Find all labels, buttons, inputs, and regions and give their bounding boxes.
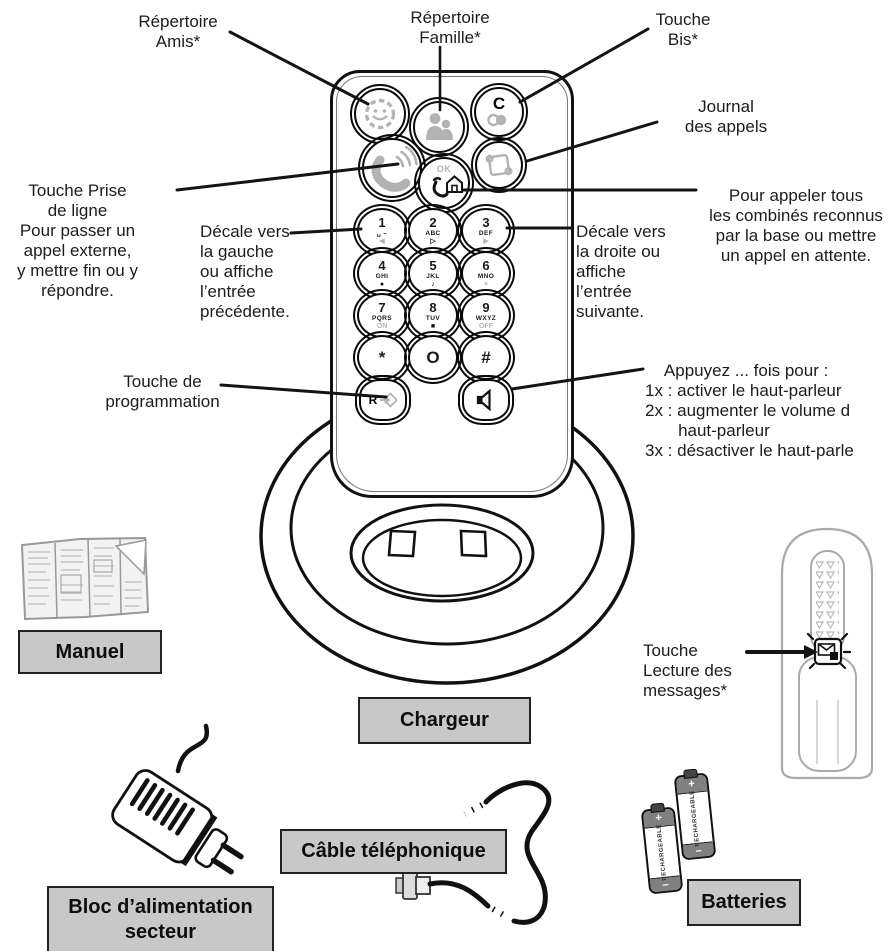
callout-repertoire-amis: Répertoire Amis* (138, 12, 218, 51)
callout-decale-gauche: Décale vers la gauche ou affiche l’entré… (200, 222, 290, 321)
family-directory-button (409, 97, 469, 157)
key-0-digit: O (426, 348, 440, 367)
key-3-letters: DEF (478, 229, 494, 237)
battery-label: RECHARGEABLE (689, 789, 702, 847)
key-hash-digit: # (481, 348, 491, 367)
rj11-plug (402, 871, 418, 900)
key-9: 9 WXYZ OFF (457, 289, 515, 342)
key-1: 1 ␣ – ◀ (353, 204, 411, 257)
callout-repertoire-famille: Répertoire Famille* (410, 8, 490, 47)
ok-label: OK (436, 164, 452, 174)
key-7: 7 PQRS ON (353, 289, 411, 342)
key-star: * (353, 331, 411, 384)
friends-directory-button (350, 84, 410, 144)
line-key-button (358, 134, 426, 202)
callout-decale-droite: Décale vers la droite ou affiche l’entré… (576, 222, 666, 321)
battery-cover (798, 656, 857, 772)
key-6: 6 MNO × (457, 247, 515, 300)
callout-appuyez: Appuyez ... fois pour : 1x : activer le … (645, 361, 854, 460)
phone-cable-illustration (395, 780, 552, 925)
manuel-label-box: Manuel (18, 630, 162, 674)
redial-button: C (470, 83, 528, 141)
handset-back-illustration (780, 527, 874, 780)
off-label: OFF (479, 322, 493, 330)
key-9-letters: WXYZ (475, 314, 497, 322)
key-1-letters: ␣ – (376, 229, 388, 237)
key-4-letters: GHI (375, 272, 389, 280)
speaker-button (458, 375, 514, 425)
key-6-digit: 6 (482, 257, 490, 273)
callout-lecture-messages: Touche Lecture des messages* (643, 641, 732, 700)
message-playback-icon (803, 632, 852, 670)
right-arrow-icon: ▶ (483, 237, 489, 245)
call-log-scroll-icon (485, 153, 513, 177)
cable-label-box: Câble téléphonique (280, 829, 507, 874)
key-3-digit: 3 (482, 214, 490, 230)
redial-label: C (492, 94, 506, 113)
callout-pour-appeler: Pour appeler tous les combinés reconnus … (709, 186, 883, 265)
key-5-letters: JKL (426, 272, 440, 280)
callout-programmation: Touche de programmation (105, 372, 220, 411)
r-label: R (368, 393, 378, 407)
loudspeaker-icon (476, 389, 491, 411)
smiley-flower-icon (364, 98, 396, 130)
ringer-icon: ♪ (431, 280, 435, 288)
key-3: 3 DEF ▶ (457, 204, 515, 257)
key-8-digit: 8 (429, 299, 437, 315)
battery-tip (683, 768, 698, 779)
battery-label: RECHARGEABLE (656, 823, 669, 881)
charging-contact-left (387, 529, 417, 558)
play-icon: ▷ (430, 237, 436, 245)
key-7-letters: PQRS (371, 314, 393, 322)
x-icon: × (483, 280, 489, 288)
dot-icon: ● (379, 280, 385, 288)
key-0: O (404, 331, 462, 384)
two-people-icon (426, 113, 453, 140)
callout-prise-ligne: Touche Prise de ligne Pour passer un app… (17, 181, 138, 300)
key-hash: # (457, 331, 515, 384)
key-5: 5 JKL ♪ (404, 247, 462, 300)
manual-illustration (20, 536, 150, 621)
handset-waves-icon (371, 145, 418, 192)
programming-arrow-icon (380, 392, 398, 408)
callout-touche-bis: Touche Bis* (655, 10, 711, 49)
intercom-ok-button: OK (414, 153, 474, 213)
key-8: 8 TUV ■ (404, 289, 462, 342)
key-8-letters: TUV (425, 314, 441, 322)
key-4: 4 GHI ● (353, 247, 411, 300)
key-1-digit: 1 (378, 214, 386, 230)
on-label: ON (376, 322, 388, 330)
key-9-digit: 9 (482, 299, 490, 315)
batteries-label-box: Batteries (687, 879, 801, 926)
chargeur-label-box: Chargeur (358, 697, 531, 744)
programming-r-button: R (355, 375, 411, 425)
callout-journal-appels: Journal des appels (684, 97, 768, 136)
key-2-letters: ABC (425, 229, 441, 237)
redial-circles-icon (487, 113, 507, 127)
key-7-digit: 7 (378, 299, 386, 315)
power-adapter-illustration (111, 723, 244, 875)
charging-contact-right (459, 529, 488, 558)
key-2-digit: 2 (429, 214, 437, 230)
key-4-digit: 4 (378, 257, 386, 273)
battery-tip (650, 802, 665, 813)
key-star-digit: * (378, 348, 386, 367)
square-icon: ■ (430, 322, 436, 330)
call-log-button (471, 137, 527, 193)
handset-house-icon (432, 175, 463, 198)
left-arrow-icon: ◀ (379, 237, 385, 245)
bloc-alimentation-label-box: Bloc d’alimentation secteur (47, 886, 274, 951)
charger-cradle (349, 503, 535, 603)
key-2: 2 ABC ▷ (404, 204, 462, 257)
key-5-digit: 5 (429, 257, 437, 273)
key-6-letters: MNO (477, 272, 495, 280)
